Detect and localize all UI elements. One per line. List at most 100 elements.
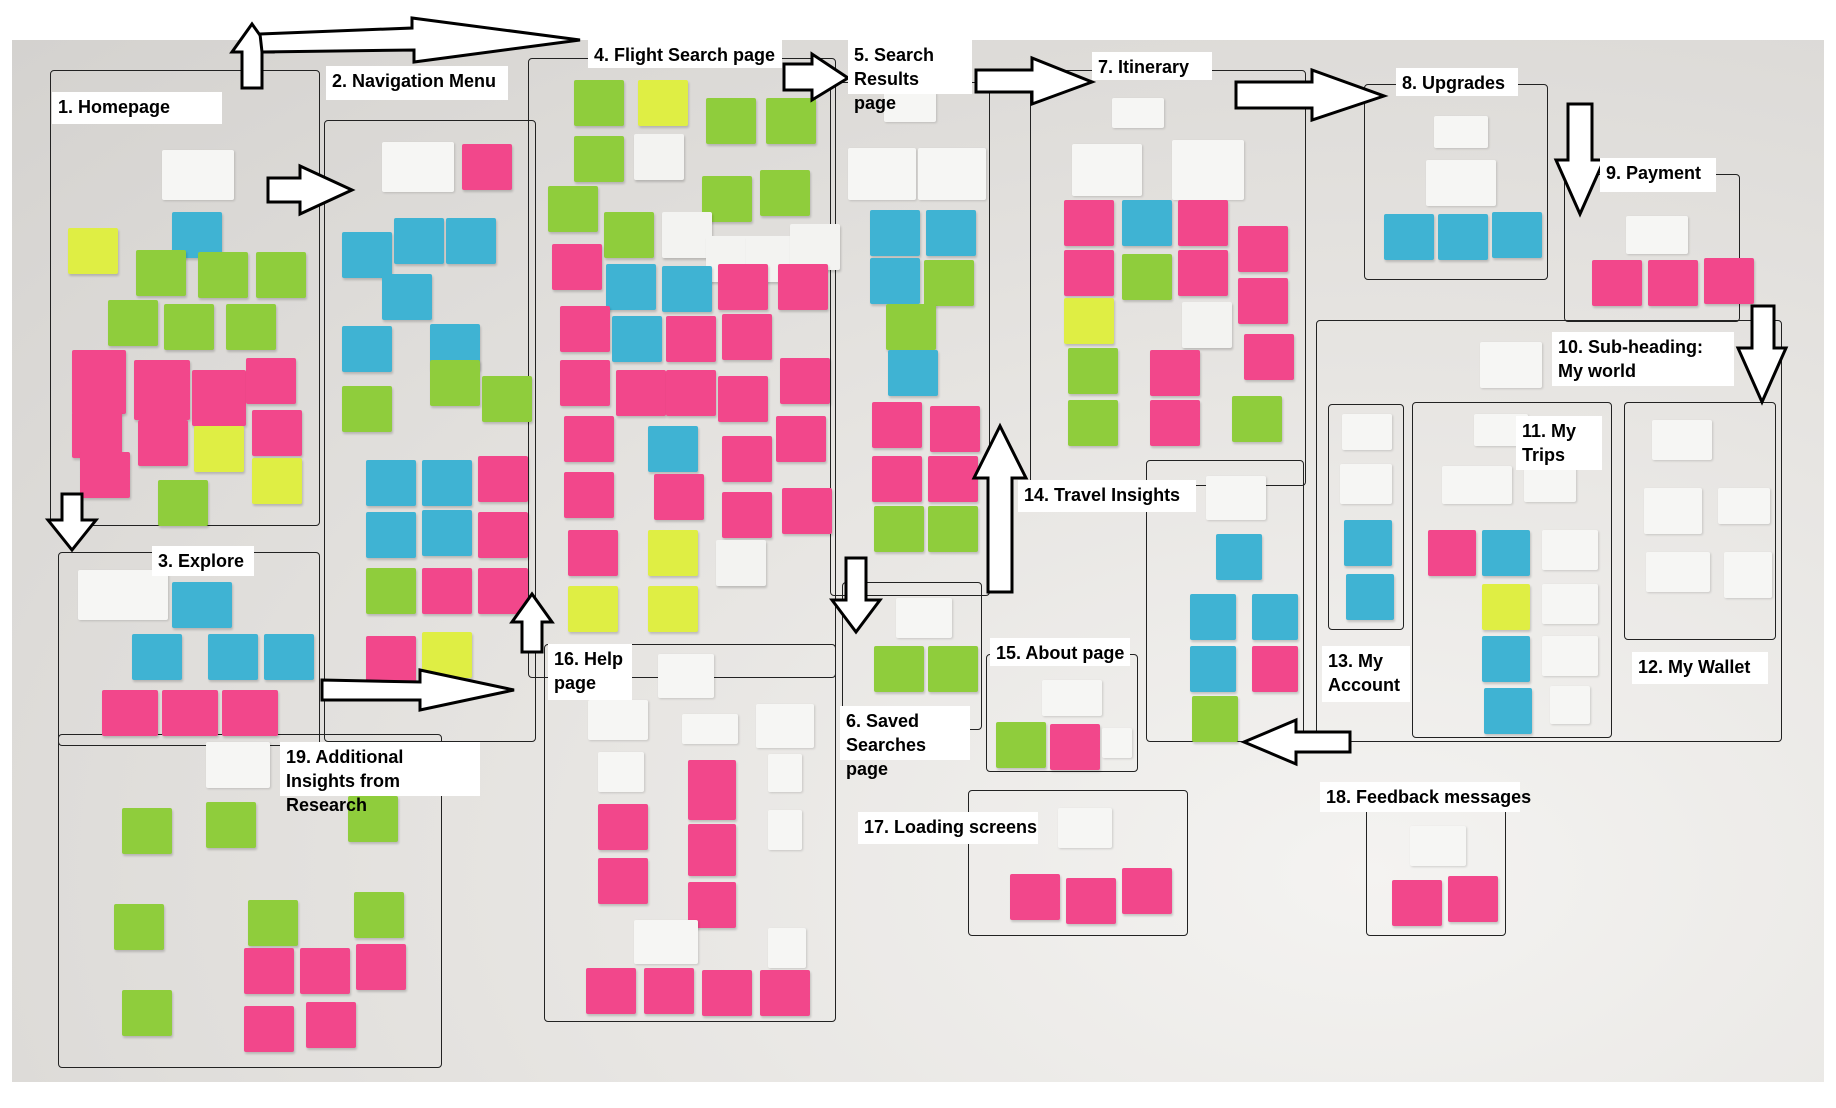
label-saved-searches: 6. Saved Searches page bbox=[840, 706, 970, 779]
sticky-note bbox=[306, 1002, 356, 1048]
label-my-world: 10. Sub-heading: My world bbox=[1552, 332, 1734, 386]
sticky-note bbox=[560, 360, 610, 406]
sticky-card bbox=[1102, 728, 1132, 758]
sticky-note bbox=[366, 460, 416, 506]
sticky-card bbox=[1172, 140, 1244, 200]
sticky-note bbox=[72, 350, 126, 414]
sticky-note bbox=[114, 904, 164, 950]
sticky-note bbox=[702, 970, 752, 1016]
sticky-card bbox=[1410, 826, 1466, 866]
sticky-card bbox=[768, 928, 806, 968]
sticky-note bbox=[1066, 878, 1116, 924]
sticky-note bbox=[192, 370, 246, 426]
sticky-note bbox=[666, 316, 716, 362]
sticky-note bbox=[1150, 400, 1200, 446]
sticky-note bbox=[1010, 874, 1060, 920]
sticky-note bbox=[102, 690, 158, 736]
sticky-note bbox=[870, 210, 920, 256]
arrow-up-icon bbox=[509, 591, 555, 654]
region-navigation bbox=[324, 120, 536, 742]
label-navigation: 2. Navigation Menu bbox=[326, 66, 508, 100]
sticky-card bbox=[588, 700, 648, 740]
sticky-note bbox=[1482, 584, 1530, 630]
sticky-note bbox=[644, 968, 694, 1014]
sticky-note bbox=[722, 492, 772, 538]
sticky-note bbox=[926, 210, 976, 256]
sticky-note bbox=[366, 636, 416, 682]
sticky-card bbox=[1426, 160, 1496, 206]
sticky-note bbox=[162, 690, 218, 736]
sticky-note bbox=[422, 510, 472, 556]
sticky-card bbox=[1724, 552, 1772, 598]
sticky-card bbox=[1524, 464, 1576, 502]
sticky-card bbox=[756, 704, 814, 748]
label-my-account: 13. My Account bbox=[1322, 646, 1410, 702]
region-loading bbox=[968, 790, 1188, 936]
sticky-note bbox=[722, 436, 772, 482]
sticky-note bbox=[648, 426, 698, 472]
sticky-note bbox=[222, 690, 278, 736]
sticky-note bbox=[568, 586, 618, 632]
sticky-note bbox=[886, 304, 936, 350]
sticky-note bbox=[1704, 258, 1754, 304]
region-my-wallet bbox=[1624, 402, 1776, 640]
region-my-trips bbox=[1412, 402, 1612, 738]
sticky-note bbox=[1238, 278, 1288, 324]
sticky-note bbox=[1484, 688, 1532, 734]
sticky-note bbox=[422, 460, 472, 506]
sticky-card bbox=[1542, 584, 1598, 624]
sticky-card bbox=[1442, 466, 1512, 504]
sticky-note bbox=[1068, 348, 1118, 394]
sticky-note bbox=[1346, 574, 1394, 620]
sticky-note bbox=[422, 568, 472, 614]
sticky-note bbox=[252, 458, 302, 504]
sticky-note bbox=[1064, 298, 1114, 344]
sticky-card bbox=[1058, 808, 1112, 848]
sticky-note bbox=[80, 452, 130, 498]
sticky-note bbox=[382, 274, 432, 320]
sticky-card bbox=[1626, 216, 1688, 254]
sticky-note bbox=[760, 970, 810, 1016]
sticky-card bbox=[1652, 420, 1712, 460]
sticky-note bbox=[1344, 520, 1392, 566]
sticky-note bbox=[782, 488, 832, 534]
sticky-note bbox=[134, 360, 190, 420]
arrow-right-icon bbox=[266, 163, 356, 217]
label-feedback: 18. Feedback messages bbox=[1320, 782, 1531, 812]
sticky-note bbox=[108, 300, 158, 346]
sticky-card bbox=[918, 148, 986, 200]
sticky-note bbox=[356, 944, 406, 990]
arrow-up-icon bbox=[971, 422, 1029, 594]
sticky-note bbox=[568, 530, 618, 576]
sticky-card bbox=[682, 714, 738, 744]
sticky-note bbox=[586, 968, 636, 1014]
label-my-trips: 11. My Trips bbox=[1516, 416, 1602, 470]
sticky-note bbox=[598, 858, 648, 904]
sticky-note bbox=[462, 144, 512, 190]
sticky-card bbox=[896, 598, 952, 638]
sticky-note bbox=[1050, 724, 1100, 770]
sticky-card bbox=[1542, 636, 1598, 676]
sticky-note bbox=[790, 224, 840, 270]
sticky-note bbox=[446, 218, 496, 264]
sticky-card bbox=[1646, 552, 1710, 592]
sticky-card bbox=[1206, 476, 1266, 520]
region-my-world bbox=[1316, 320, 1782, 742]
sticky-note bbox=[716, 540, 766, 586]
label-payment: 9. Payment bbox=[1600, 158, 1716, 192]
sticky-note bbox=[606, 264, 656, 310]
sticky-card bbox=[768, 810, 802, 850]
arrow-right-icon bbox=[782, 51, 851, 103]
sticky-note bbox=[342, 386, 392, 432]
sticky-note bbox=[226, 304, 276, 350]
arrow-down-icon bbox=[44, 492, 100, 553]
sticky-note bbox=[1182, 302, 1232, 348]
sticky-note bbox=[648, 586, 698, 632]
sticky-note bbox=[1244, 334, 1294, 380]
sticky-note bbox=[928, 646, 978, 692]
sticky-note bbox=[68, 228, 118, 274]
sticky-note bbox=[122, 990, 172, 1036]
sticky-note bbox=[872, 402, 922, 448]
sticky-note bbox=[718, 376, 768, 422]
sticky-card bbox=[1644, 488, 1702, 534]
